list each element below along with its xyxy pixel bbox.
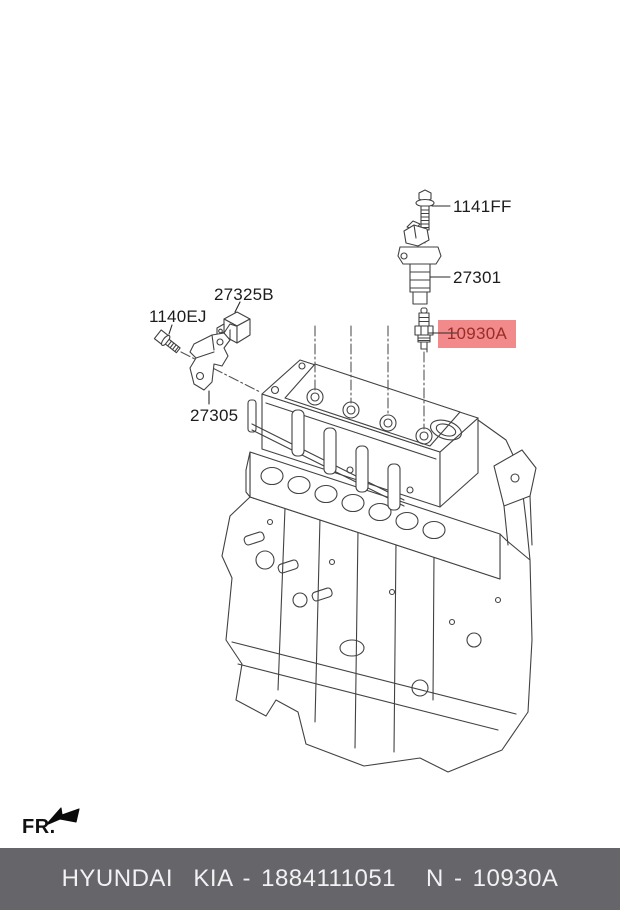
footer-reference-number: N - 10930A [426,865,559,892]
highlight-box [438,320,516,348]
spark-plug-drawing [414,307,434,353]
fuel-rail-drawing [247,399,405,511]
catalog-footer-bar: HYUNDAI KIA - 1884111051 N - 10930A [0,848,620,910]
engine-block-drawing [221,496,533,773]
callout-label-27305[interactable]: 27305 [190,406,239,425]
footer-brand-part-number: HYUNDAI KIA - 1884111051 [61,865,397,892]
front-direction-label: FR. [22,816,56,838]
callout-label-1141ff[interactable]: 1141FF [453,197,512,216]
callout-label-27325b[interactable]: 27325B [214,285,274,304]
bolt-1141ff-drawing [415,189,435,231]
callout-label-10930a-highlighted[interactable]: 10930A [438,320,516,348]
highlighted-part-number: 10930A [446,324,508,343]
callout-label-27301[interactable]: 27301 [453,268,502,287]
callout-label-1140ej[interactable]: 1140EJ [149,307,207,326]
cylinder-head-drawing [245,451,501,580]
timing-end-drawing [477,419,537,561]
parts-diagram: 1141FF 27301 10930A 27325B 1140EJ 27305 … [22,189,537,838]
fr-direction-arrow-icon [45,807,80,826]
leader-lines [168,205,458,405]
ignition-coil-drawing [397,220,442,305]
bracket-drawing [189,323,237,391]
engine-line-art [45,189,537,826]
bolt-1140ej-drawing [153,329,181,354]
